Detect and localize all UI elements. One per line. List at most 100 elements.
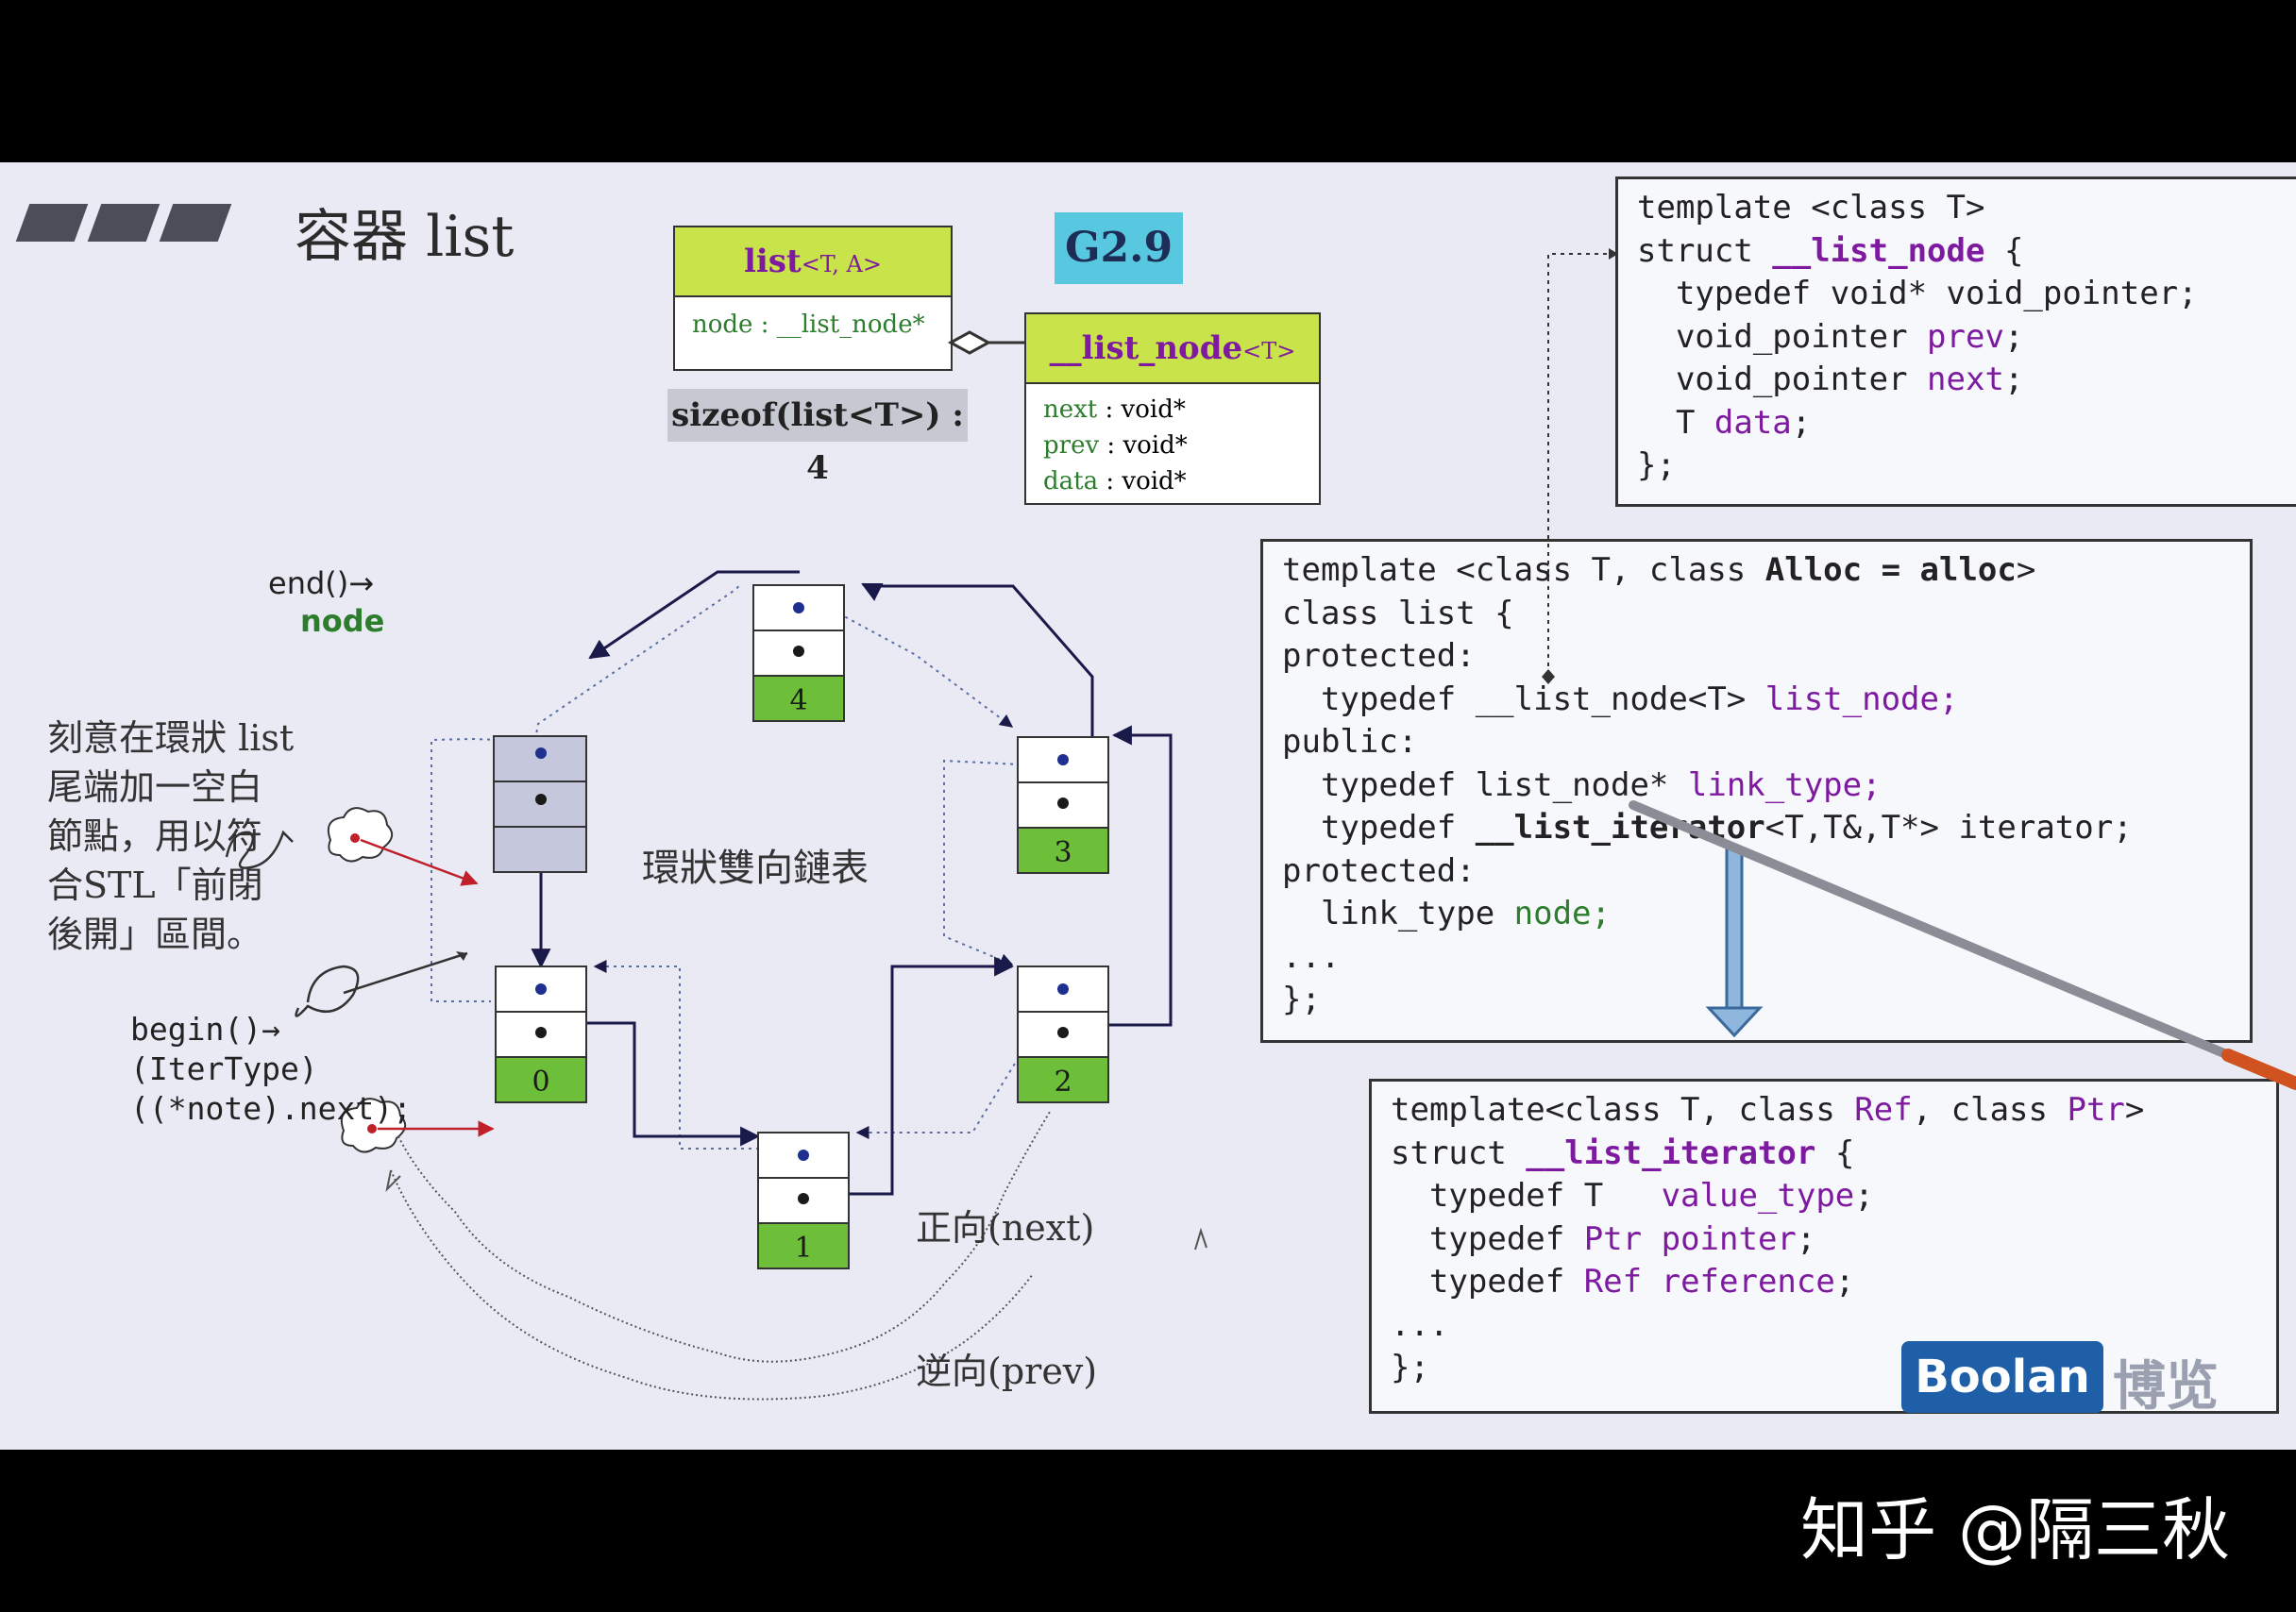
slide-title: 容器 list (295, 204, 515, 270)
node-pointer-dot (535, 1027, 547, 1038)
node-pointer-dot (793, 602, 804, 613)
backward-label: 逆向(prev) (916, 1351, 1098, 1392)
node-data-cell (1017, 1056, 1109, 1103)
prev-link (798, 591, 1014, 728)
boolan-logo: Boolan (1901, 1341, 2103, 1413)
begin-line: begin()→ (130, 1011, 280, 1048)
code-link-arrow (1609, 248, 1618, 260)
uml-node-field: data : void* (1043, 463, 1302, 499)
uml-field-name: next (1043, 395, 1098, 424)
code-line: }; (1637, 446, 1676, 484)
prev-link (593, 960, 797, 1150)
pointer-stick-handle (2221, 1049, 2296, 1090)
boolan-logo-cn: 博览 (2113, 1355, 2219, 1418)
node-pointer-dot (793, 646, 804, 657)
forward-curve-head (1194, 1227, 1207, 1251)
slide: 容器 list G2.9 list<T, A> node : __list_no… (0, 162, 2296, 1450)
uml-node-name: __list_node (1049, 329, 1243, 367)
code-line: public: (1282, 723, 1418, 761)
node-label: 2 (1054, 1066, 1072, 1099)
uml-field-name: prev (1043, 431, 1100, 460)
code-line: protected: (1282, 637, 1476, 675)
uml-node-params: <T> (1242, 338, 1296, 364)
code-line: void_pointer prev; (1637, 317, 2024, 356)
version-badge: G2.9 (1055, 212, 1183, 284)
zhihu-watermark: 知乎 @隔三秋 (1800, 1490, 2230, 1570)
note-line: 合STL「前閉 (47, 865, 263, 906)
backward-curve-head (385, 1169, 401, 1193)
scribble-arrow (456, 951, 467, 961)
uml-node-field: prev : void* (1043, 428, 1302, 463)
code-list-iterator: template<class T, class Ref, class Ptr> s… (1369, 1079, 2279, 1414)
uml-node-header: __list_node<T> (1026, 314, 1319, 384)
uml-list-name: list (744, 243, 802, 280)
uml-node-field: next : void* (1043, 392, 1302, 428)
prev-link (943, 759, 1059, 966)
list-node: 1 (757, 1132, 850, 1269)
code-line: struct __list_iterator { (1391, 1133, 1855, 1172)
node-data-cell (757, 1222, 850, 1269)
prev-link (430, 737, 536, 1002)
begin-line: ((*note).next); (130, 1090, 413, 1127)
scribble (295, 951, 468, 1017)
note-line: 尾端加一空白 (47, 766, 263, 808)
end-iterator-cloud (327, 807, 479, 886)
node-pointer-dot (535, 983, 547, 995)
aggregation-diamond (947, 330, 992, 355)
end-label: end()→ (268, 565, 375, 601)
code-line: typedef Ref reference; (1391, 1263, 1855, 1301)
scribble (225, 830, 294, 869)
node-data-cell (495, 1056, 587, 1103)
next-link (1079, 725, 1173, 1027)
code-line: void_pointer next; (1637, 361, 2024, 398)
begin-iterator-cloud (340, 1098, 495, 1153)
code-line: struct __list_node { (1637, 231, 2024, 270)
code-line: }; (1282, 981, 1321, 1018)
node-end-blank (493, 735, 587, 873)
code-line: ... (1391, 1305, 1449, 1344)
code-line: template <class T> (1637, 189, 1985, 227)
uml-field-name: node (692, 311, 753, 339)
node-label: 3 (1054, 836, 1072, 869)
uml-field-name: data (1043, 467, 1099, 495)
iterator-arrow-head (1705, 1006, 1764, 1038)
node-pointer-dot (1057, 1027, 1069, 1038)
uml-field-type: : void* (1097, 395, 1186, 424)
code-line: class list { (1282, 594, 1514, 632)
code-line: protected: (1282, 851, 1476, 890)
uml-field-type: : __list_node* (760, 311, 925, 339)
code-line: typedef __list_node<T> list_node; (1282, 680, 1959, 718)
node-pointer-dot (798, 1150, 809, 1161)
circular-list-diagram: 4 3 0 2 1 (225, 248, 2296, 1401)
next-link (861, 582, 1094, 797)
code-list-class: template <class T, class Alloc = alloc> c… (1260, 539, 2253, 1043)
node-label: 1 (794, 1232, 812, 1265)
prev-link (534, 583, 741, 741)
code-line: template<class T, class Ref, class Ptr> (1391, 1091, 2145, 1129)
code-line: typedef T value_type; (1391, 1177, 1874, 1215)
end-sub-label: node (300, 603, 385, 639)
code-line: template <class T, class Alloc = alloc> (1282, 551, 2036, 589)
note-line: 後開」區間。 (47, 914, 263, 955)
list-node: 4 (752, 584, 845, 722)
code-line: typedef void* void_pointer; (1637, 275, 2198, 312)
next-link (562, 1021, 761, 1147)
backward-curve (390, 1169, 1034, 1401)
uml-list-class: list<T, A> node : __list_node* (673, 226, 953, 371)
note-line: 節點，用以符 (47, 815, 263, 857)
list-node: 3 (1017, 736, 1109, 874)
sizeof-note: sizeof(list<T>) : 4 (667, 389, 968, 487)
node-pointer-dot (1057, 754, 1069, 765)
node-data-cell (752, 675, 845, 722)
iterator-arrow-shaft (1725, 846, 1744, 1010)
next-link (588, 570, 800, 660)
node-pointer-dot (1057, 798, 1069, 809)
node-label: 4 (789, 684, 807, 717)
uml-node-class: __list_node<T> next : void*prev : void*d… (1024, 312, 1321, 505)
pointer-stick (1629, 800, 2242, 1064)
uml-field-type: : void* (1098, 467, 1187, 495)
node-label: 0 (532, 1066, 549, 1099)
code-list-node: template <class T> struct __list_node { t… (1615, 176, 2296, 507)
uml-node-fields: next : void*prev : void*data : void* (1026, 384, 1319, 507)
